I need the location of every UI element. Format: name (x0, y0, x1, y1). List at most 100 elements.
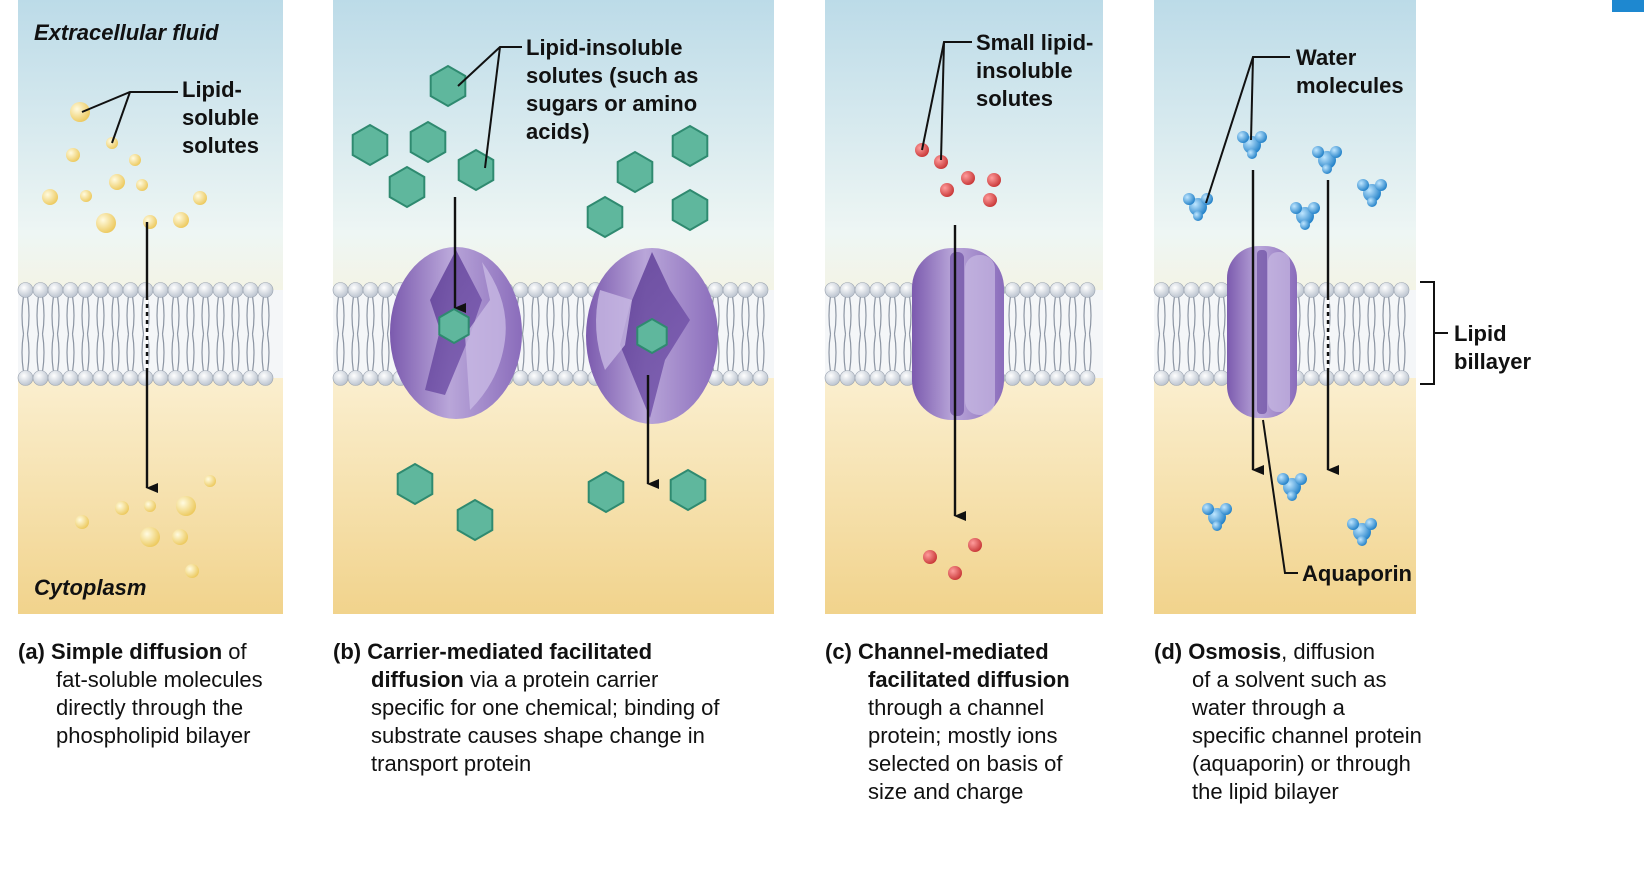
label-lipid-insoluble-4: acids) (526, 119, 590, 144)
lipid-head (572, 370, 589, 386)
ion-icon (923, 550, 937, 564)
lipid-droplet-icon (96, 213, 116, 233)
lipid-head (167, 370, 184, 386)
lipid-head (1064, 370, 1081, 386)
lipid-head (1363, 282, 1380, 298)
lipid-tail (1367, 295, 1376, 373)
lipid-head (242, 370, 259, 386)
lipid-head (227, 370, 244, 386)
lipid-head (512, 370, 529, 386)
label-small-lipid-3: solutes (976, 86, 1053, 111)
lipid-head (1333, 282, 1350, 298)
lipid-tail (1053, 295, 1062, 373)
lipid-head (152, 282, 169, 298)
lipid-droplet-icon (173, 212, 189, 228)
lipid-head (1183, 370, 1200, 386)
lipid-head (752, 370, 769, 386)
lipid-head (1153, 282, 1170, 298)
lipid-droplet-icon (129, 154, 141, 166)
lipid-head (122, 370, 139, 386)
lipid-head (377, 370, 394, 386)
lipid-head (1034, 370, 1051, 386)
lipid-head (1183, 282, 1200, 298)
lipid-tail (1187, 295, 1196, 373)
water-molecule-icon (1312, 146, 1342, 174)
lipid-tail (261, 295, 270, 373)
lipid-head (47, 282, 64, 298)
lipid-droplet-icon (115, 501, 129, 515)
lipid-head (1348, 370, 1365, 386)
lipid-head (242, 282, 259, 298)
lipid-tail (1307, 295, 1316, 373)
hexagon-solute-icon (586, 195, 624, 239)
lipid-tail (531, 295, 540, 373)
lipid-head (137, 370, 154, 386)
lipid-droplet-icon (80, 190, 92, 202)
lipid-head (854, 370, 871, 386)
lipid-head (1153, 370, 1170, 386)
lipid-head (212, 282, 229, 298)
lipid-head (182, 282, 199, 298)
lipid-head (182, 370, 199, 386)
hexagon-solute-icon (636, 317, 668, 355)
lipid-head (1303, 370, 1320, 386)
lipid-tail (726, 295, 735, 373)
lipid-head (1378, 282, 1395, 298)
lipid-head (47, 370, 64, 386)
lipid-head (752, 282, 769, 298)
lipid-head (542, 282, 559, 298)
lipid-head (77, 370, 94, 386)
ion-icon (940, 183, 954, 197)
lipid-tail (381, 295, 390, 373)
caption-c: (c) Channel-mediated facilitated diffusi… (825, 639, 1070, 804)
lipid-droplet-icon (144, 500, 156, 512)
lipid-head (1019, 282, 1036, 298)
lipid-tail (126, 295, 135, 373)
lipid-head (1378, 370, 1395, 386)
lipid-tail (36, 295, 45, 373)
water-molecule-icon (1202, 503, 1232, 531)
lipid-tail (1172, 295, 1181, 373)
label-lipid-soluble-2: soluble (182, 105, 259, 130)
lipid-head (1198, 370, 1215, 386)
lipid-head (347, 370, 364, 386)
ion-icon (961, 171, 975, 185)
lipid-head (722, 370, 739, 386)
lipid-head (1363, 370, 1380, 386)
water-molecule-icon (1237, 131, 1267, 159)
lipid-head (1198, 282, 1215, 298)
hexagon-solute-icon (671, 188, 709, 232)
lipid-head (1333, 370, 1350, 386)
lipid-head (107, 370, 124, 386)
lipid-droplet-icon (140, 527, 160, 547)
lipid-head (347, 282, 364, 298)
lipid-tail (888, 295, 897, 373)
lipid-head (737, 282, 754, 298)
label-lipid-insoluble-2: solutes (such as (526, 63, 698, 88)
lipid-head (167, 282, 184, 298)
lipid-tail (1083, 295, 1092, 373)
leader-lines (81, 41, 1448, 574)
ion-icon (934, 155, 948, 169)
lipid-tail (1352, 295, 1361, 373)
lipid-head (854, 282, 871, 298)
lipid-droplet-icon (109, 174, 125, 190)
lipid-head (92, 370, 109, 386)
lipid-head (362, 282, 379, 298)
lipid-tail (1322, 295, 1331, 373)
lipid-head (557, 370, 574, 386)
leader-aquaporin (1262, 419, 1298, 574)
caption-b: (b) Carrier-mediated facilitated diffusi… (333, 639, 720, 776)
lipid-head (32, 282, 49, 298)
hexagon-solute-icon (438, 307, 470, 345)
lipid-head (1348, 282, 1365, 298)
hexagon-solute-icon (616, 150, 654, 194)
label-lipid-bilayer-2: billayer (1454, 349, 1531, 374)
lipid-head (572, 282, 589, 298)
lipid-tail (903, 295, 912, 373)
lipid-tail (66, 295, 75, 373)
lipid-head (1213, 370, 1230, 386)
lipid-droplet-icon (172, 529, 188, 545)
lipid-head (212, 370, 229, 386)
lipid-tail (576, 295, 585, 373)
